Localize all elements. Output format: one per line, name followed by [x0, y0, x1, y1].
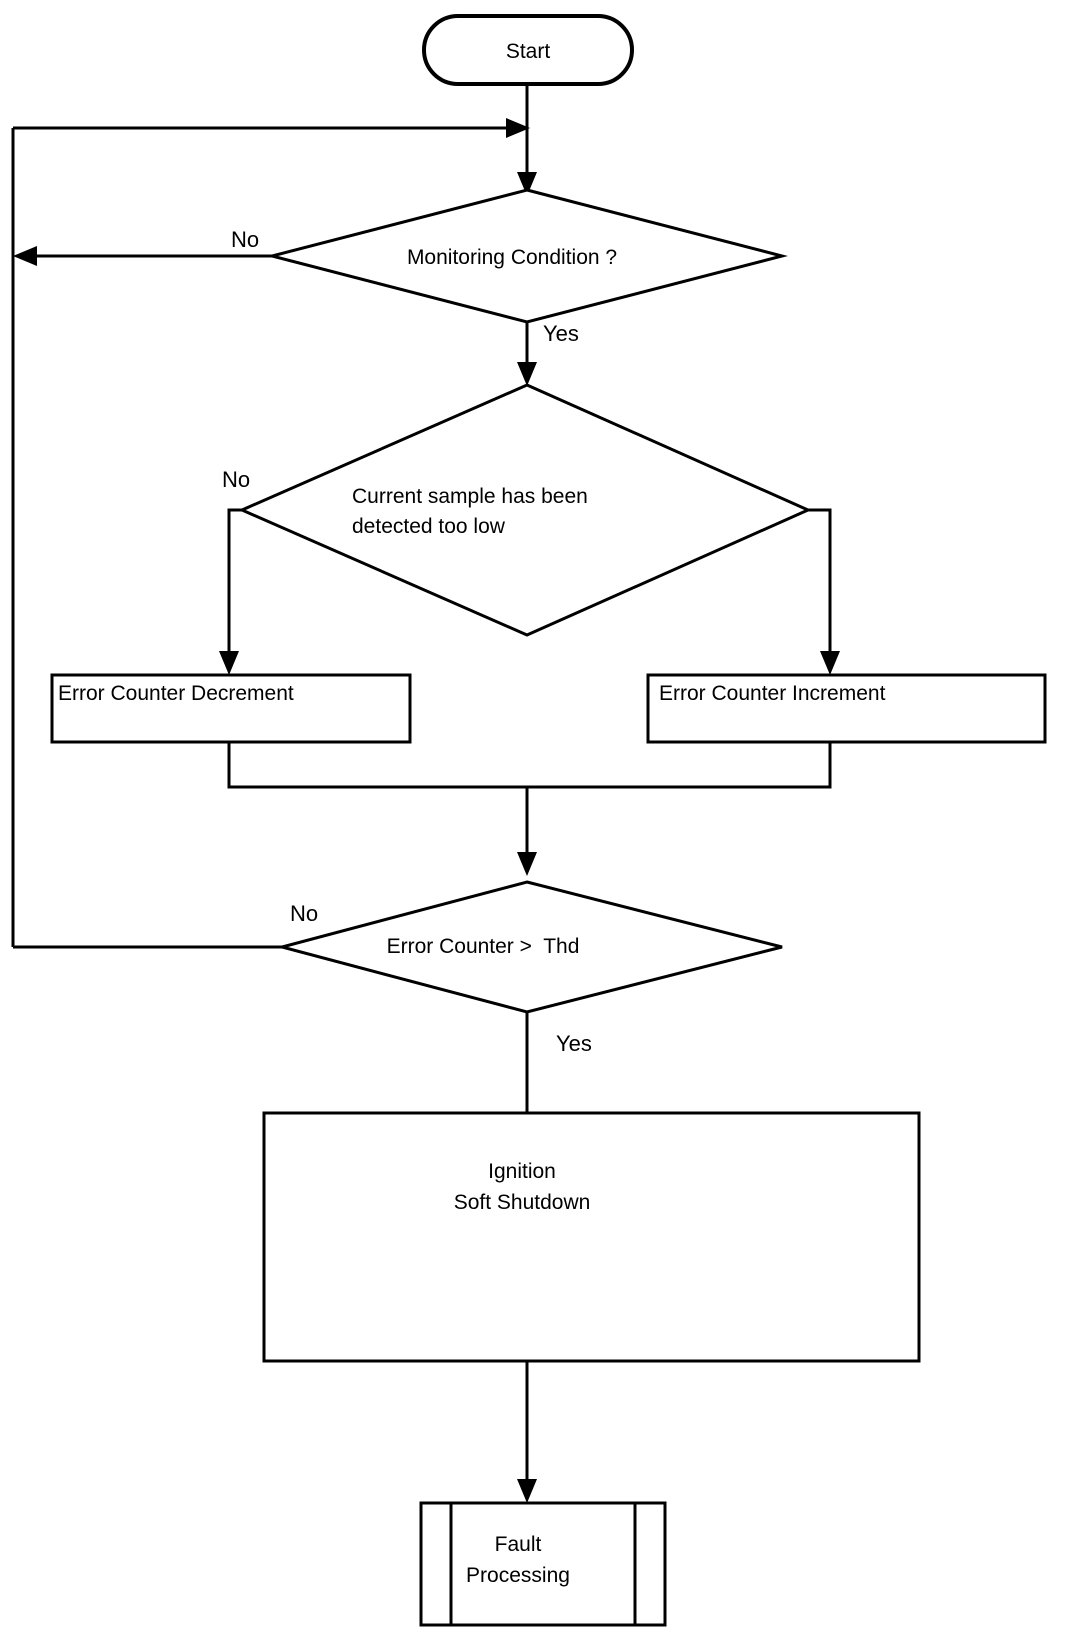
monitoring-condition-diamond [266, 188, 788, 324]
edge-monitoring-yes [517, 315, 537, 386]
ignition-soft-shutdown-label-line2: Soft Shutdown [454, 1191, 591, 1214]
node-ignition-soft-shutdown[interactable]: Ignition Soft Shutdown [262, 1111, 921, 1363]
monitoring-condition-label: Monitoring Condition ? [407, 246, 617, 269]
start-label: Start [506, 40, 551, 63]
error-counter-increment-label: Error Counter Increment [659, 682, 886, 705]
fault-processing-box [419, 1501, 667, 1627]
arrowhead-down-sample [517, 362, 537, 386]
error-counter-threshold-label: Error Counter > Thd [387, 935, 580, 958]
edge-monitoring-no [13, 246, 272, 266]
error-counter-decrement-box [50, 673, 412, 744]
node-error-counter-increment[interactable]: Error Counter Increment [646, 673, 1047, 744]
edge-start-to-monitoring [517, 83, 537, 196]
arrowhead-down-fault [517, 1479, 537, 1503]
arrowhead-down-decrement [219, 651, 239, 675]
arrowhead-down-threshold [517, 852, 537, 876]
sample-too-low-diamond [238, 383, 812, 637]
arrowhead-left-rail-monitoring [13, 246, 37, 266]
arrowhead-down-increment [820, 651, 840, 675]
error-counter-increment-box [646, 673, 1047, 744]
node-sample-too-low[interactable]: Current sample has been detected too low [238, 383, 812, 637]
node-fault-processing[interactable]: Fault Processing [419, 1501, 667, 1627]
node-monitoring-condition[interactable]: Monitoring Condition ? [266, 188, 788, 324]
ignition-soft-shutdown-label-line1: Ignition [488, 1160, 556, 1183]
start-terminator-shape [422, 14, 634, 86]
edge-ignition-to-fault [517, 1361, 537, 1503]
fault-processing-label-line2: Processing [466, 1564, 570, 1587]
edge-sample-no [219, 508, 242, 675]
edge-loopback-return [13, 118, 530, 138]
error-counter-threshold-diamond [276, 880, 783, 1014]
node-start[interactable]: Start [422, 14, 634, 86]
edge-sample-yes [808, 508, 840, 675]
edge-label-threshold-no: No [290, 901, 318, 926]
edge-label-monitoring-no: No [231, 227, 259, 252]
error-counter-decrement-label: Error Counter Decrement [58, 682, 294, 705]
sample-too-low-label-line1: Current sample has been [352, 485, 588, 508]
arrowhead-right-trunk [506, 118, 530, 138]
arrowhead-down-monitoring [517, 172, 537, 196]
node-error-counter-decrement[interactable]: Error Counter Decrement [50, 673, 412, 744]
edge-label-threshold-yes: Yes [556, 1031, 592, 1056]
fault-processing-label-line1: Fault [495, 1533, 542, 1556]
edge-counter-merge [227, 742, 832, 876]
ignition-soft-shutdown-box [262, 1111, 921, 1363]
edge-label-monitoring-yes: Yes [543, 321, 579, 346]
edge-label-sample-no: No [222, 467, 250, 492]
sample-too-low-label-line2: detected too low [352, 515, 506, 538]
node-error-counter-threshold[interactable]: Error Counter > Thd [276, 880, 783, 1014]
